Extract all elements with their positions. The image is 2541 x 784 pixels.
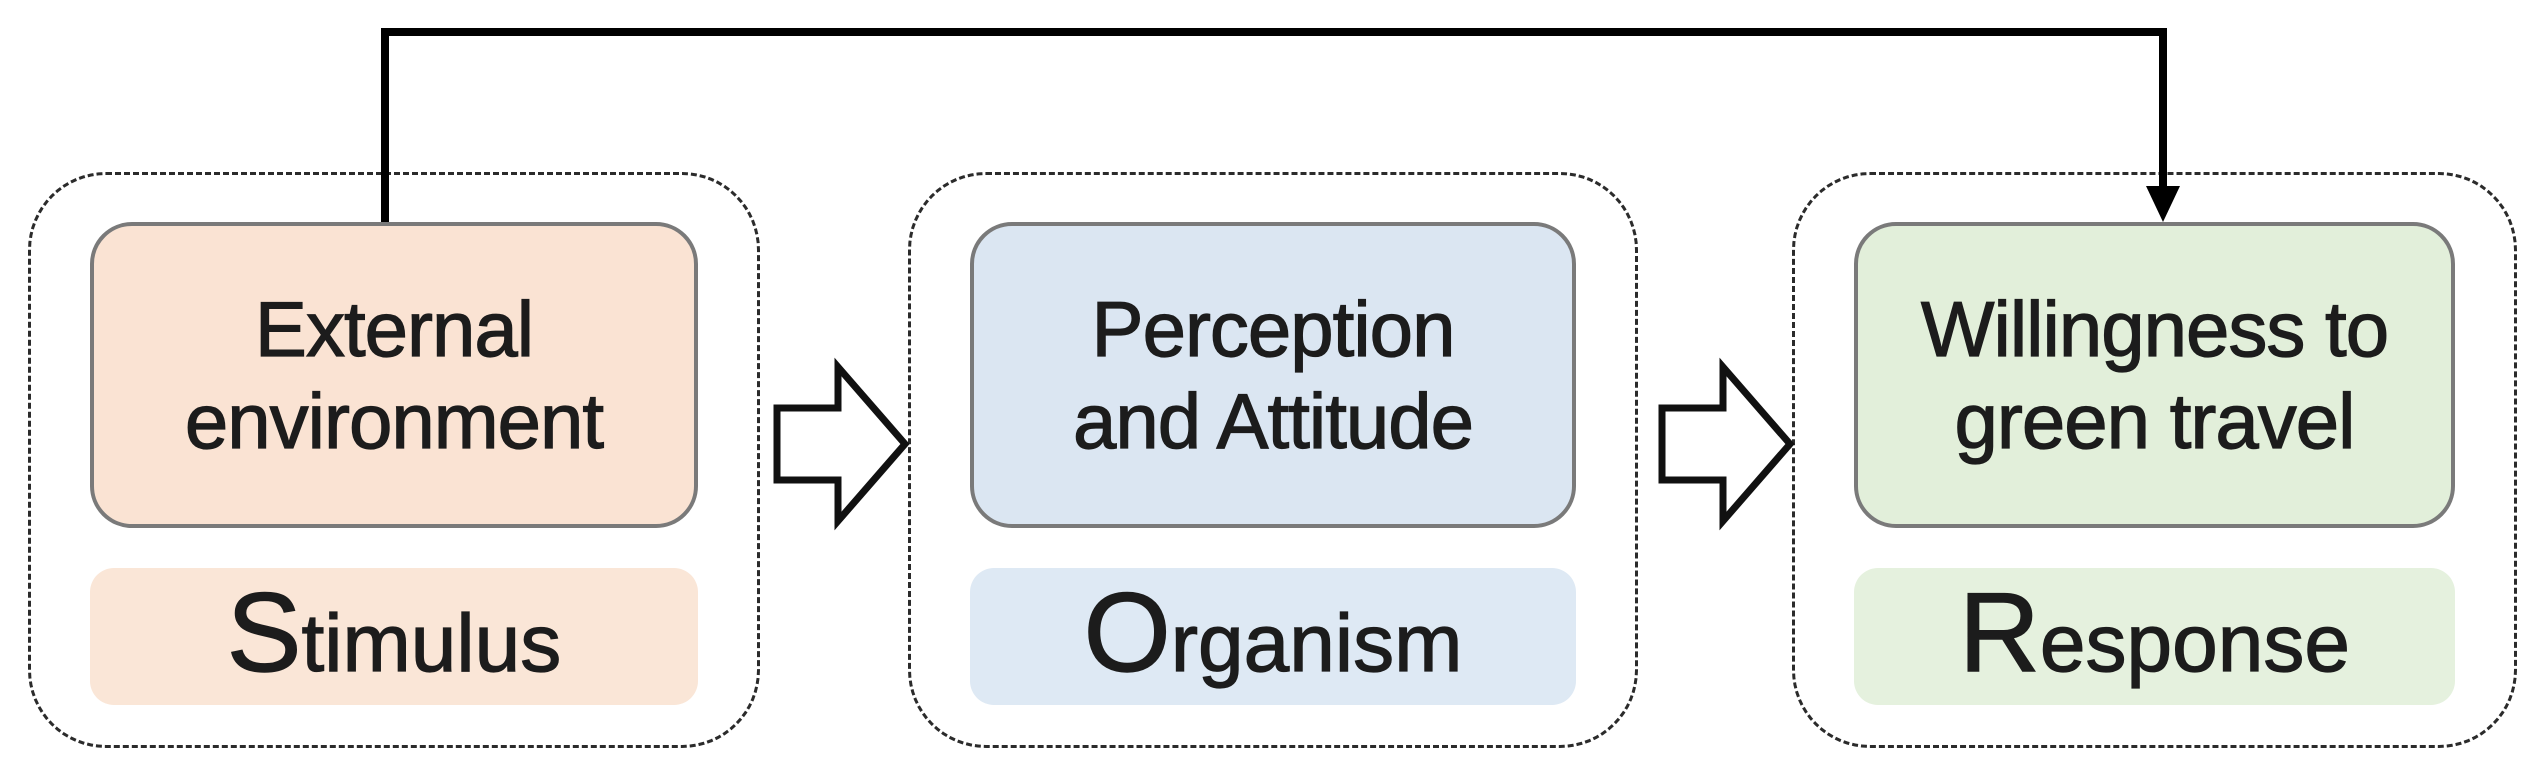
external-environment-line1: External (254, 284, 534, 373)
perception-attitude-line2: and Attitude (1072, 376, 1474, 465)
perception-attitude-line1: Perception (1091, 284, 1456, 373)
response-label-initial: R (1958, 569, 2040, 695)
organism-label-initial: O (1083, 569, 1172, 695)
organism-label-rest: rganism (1170, 597, 1463, 689)
stimulus-label-rest: timulus (301, 597, 562, 689)
response-label-rest: esponse (2039, 597, 2350, 689)
perception-attitude-box: Perception and Attitude (970, 222, 1576, 528)
flow-arrow-right-icon-stimulus-to-organism (773, 357, 910, 531)
willingness-green-travel-line2: green travel (1954, 376, 2356, 465)
external-environment-line2: environment (184, 376, 604, 465)
stimulus-label-initial: S (226, 569, 302, 695)
stimulus-group: External environment Stimulus (28, 172, 760, 748)
willingness-green-travel-box: Willingness to green travel (1854, 222, 2455, 528)
flow-arrow-right-icon-organism-to-response (1658, 357, 1795, 531)
external-environment-box: External environment (90, 222, 698, 528)
stimulus-label: Stimulus (90, 568, 698, 705)
willingness-green-travel-line1: Willingness to (1920, 284, 2389, 373)
response-group: Willingness to green travel Response (1792, 172, 2517, 748)
organism-label: Organism (970, 568, 1576, 705)
organism-group: Perception and Attitude Organism (908, 172, 1638, 748)
response-label: Response (1854, 568, 2455, 705)
